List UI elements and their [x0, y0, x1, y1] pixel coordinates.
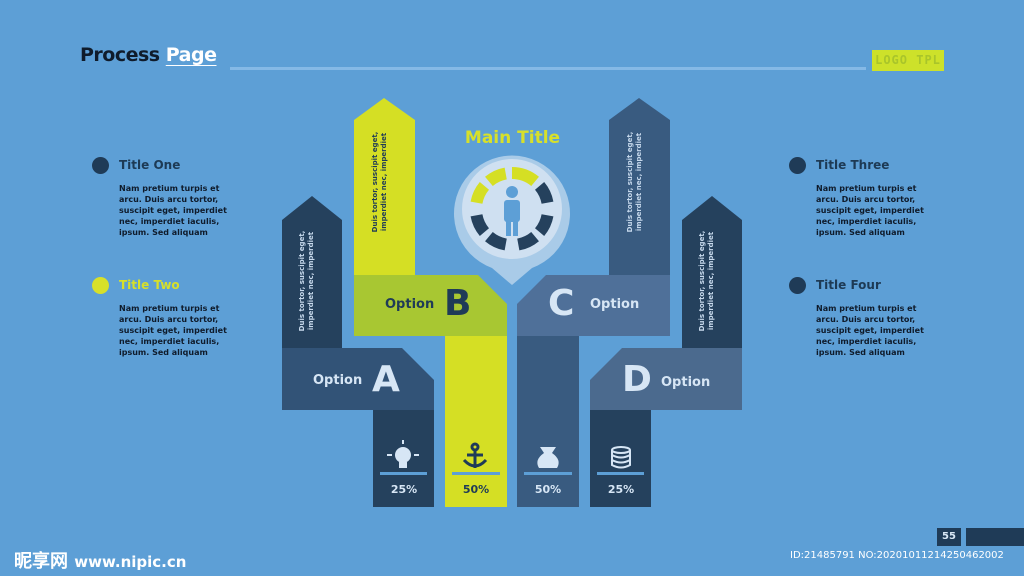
option-a-word: Option	[313, 373, 363, 388]
bullet-dot-3	[789, 157, 806, 174]
option-b-letter: B	[444, 283, 472, 324]
side-title-3: Title Three	[816, 158, 890, 172]
page-number: 55	[937, 528, 961, 546]
person-icon	[504, 186, 520, 236]
side-title-1: Title One	[119, 158, 181, 172]
arm-c-stem	[517, 336, 579, 507]
lightbulb-icon	[387, 440, 419, 468]
option-a-percent: 25%	[390, 483, 418, 496]
donut-segment-8	[485, 167, 508, 187]
page-number-bar	[966, 528, 1024, 546]
stem-underline-c	[524, 472, 572, 475]
bullet-dot-1	[92, 157, 109, 174]
side-body-2: Nam pretium turpis et arcu. Duis arcu to…	[119, 304, 227, 357]
page-title-part2: Page	[165, 44, 217, 66]
anchor-icon	[462, 442, 488, 468]
donut-segment-1	[511, 167, 539, 187]
stem-underline-a	[380, 472, 427, 475]
header-divider	[230, 67, 866, 70]
option-a-letter: A	[372, 359, 400, 400]
coins-icon	[611, 446, 631, 469]
side-title-2: Title Two	[119, 278, 180, 292]
arm-c-horizontal	[517, 275, 670, 336]
main-title: Main Title	[464, 128, 561, 148]
option-a-description: Duis tortor, suscipit eget, imperdiet ne…	[298, 230, 315, 332]
watermark-site-name: 昵享网	[14, 551, 68, 572]
stem-underline-b	[452, 472, 500, 475]
arm-a-vertical	[282, 196, 342, 348]
arm-b-vertical	[354, 98, 415, 275]
page-title-part1: Process	[80, 44, 160, 66]
side-title-4: Title Four	[816, 278, 881, 292]
arm-d-horizontal	[590, 348, 742, 410]
option-c-word: Option	[590, 297, 640, 312]
arm-c-vertical	[609, 98, 670, 275]
arm-b-horizontal	[354, 275, 507, 336]
page-title: Process Page	[80, 44, 217, 66]
option-d-percent: 25%	[607, 483, 635, 496]
option-b-percent: 50%	[462, 483, 490, 496]
donut-ring	[470, 167, 554, 251]
option-b-description: Duis tortor, suscipit eget, imperdiet ne…	[371, 131, 388, 233]
option-d-letter: D	[622, 359, 652, 400]
arm-b-stem	[445, 336, 507, 507]
watermark-url: www.nipic.cn	[74, 553, 187, 571]
money-bag-icon	[537, 447, 559, 468]
bullet-dot-4	[789, 277, 806, 294]
logo: LOGO TPL	[872, 50, 944, 71]
donut-segment-3	[534, 213, 554, 236]
donut-segment-2	[534, 182, 554, 205]
donut-segment-4	[516, 231, 539, 251]
watermark-id: ID:21485791 NO:20201011214250462002	[790, 550, 1004, 561]
watermark-site: 昵享网 www.nipic.cn	[14, 547, 186, 573]
option-d-word: Option	[661, 375, 711, 390]
side-body-4: Nam pretium turpis et arcu. Duis arcu to…	[816, 304, 924, 357]
option-b-word: Option	[385, 297, 435, 312]
side-body-3: Nam pretium turpis et arcu. Duis arcu to…	[816, 184, 924, 237]
arm-d-vertical	[682, 196, 742, 348]
bullet-dot-2	[92, 277, 109, 294]
option-c-letter: C	[548, 283, 575, 324]
stem-underline-d	[597, 472, 644, 475]
donut-segment-5	[485, 231, 508, 251]
donut-segment-6	[470, 213, 490, 236]
option-c-percent: 50%	[534, 483, 562, 496]
option-c-description: Duis tortor, suscipit eget, imperdiet ne…	[626, 131, 643, 233]
donut-segment-7	[470, 182, 490, 205]
arm-a-horizontal	[282, 348, 434, 410]
side-body-1: Nam pretium turpis et arcu. Duis arcu to…	[119, 184, 227, 237]
option-d-description: Duis tortor, suscipit eget, imperdiet ne…	[698, 230, 715, 332]
